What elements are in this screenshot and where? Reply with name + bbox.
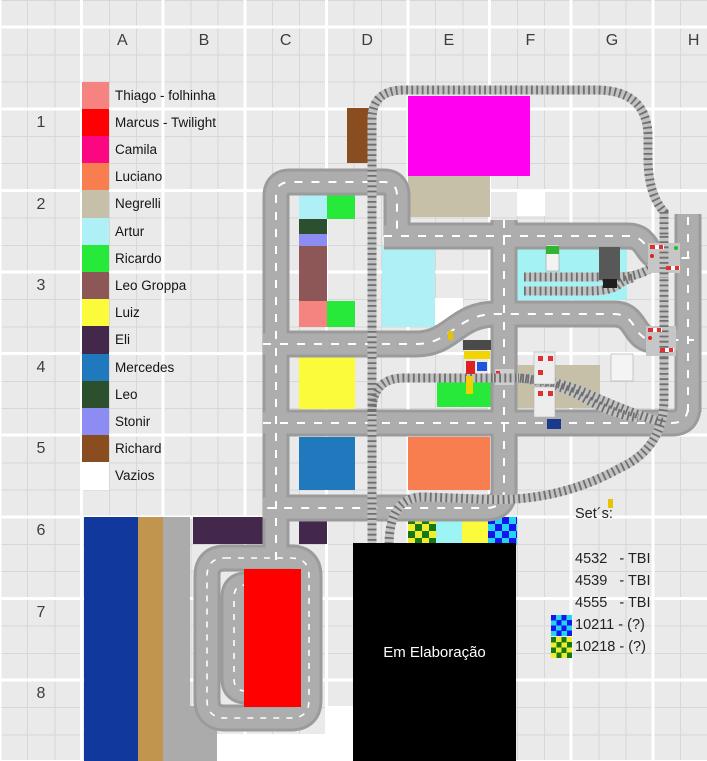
- zone-block: [408, 176, 490, 217]
- legend-label: Marcus - Twilight: [115, 114, 217, 130]
- level-crossing-south: [646, 320, 676, 358]
- row-header: 5: [36, 440, 46, 458]
- zone-block: [408, 517, 436, 545]
- zone-block: [190, 706, 217, 761]
- legend-swatch: [82, 353, 109, 381]
- row-header: 7: [36, 603, 46, 621]
- zone-block: [408, 437, 490, 490]
- zone-block: [299, 246, 327, 301]
- column-header: A: [117, 32, 128, 49]
- legend-label: Thiago - folhinha: [115, 87, 216, 103]
- column-header: B: [198, 32, 210, 49]
- zone-block: [299, 437, 355, 490]
- row-header: 8: [36, 685, 46, 703]
- column-header: G: [605, 32, 619, 49]
- column-header: C: [279, 32, 292, 49]
- legend-swatch: [82, 136, 109, 164]
- zone-block: [163, 517, 190, 761]
- zone-block: [299, 234, 327, 246]
- legend-label: Leo Groppa: [115, 278, 187, 293]
- legend-swatch: [82, 244, 109, 272]
- legend-swatch: [82, 81, 109, 109]
- legend-swatch: [82, 326, 109, 354]
- zone-block: [327, 192, 355, 219]
- zone-block: [84, 517, 138, 761]
- set-item: 10218 - (?): [575, 639, 646, 655]
- zone-block: [462, 517, 488, 545]
- zone-block: [299, 355, 355, 409]
- zone-block: [327, 301, 355, 327]
- set-item: 4532 - TBI: [575, 551, 651, 567]
- column-header: E: [443, 32, 455, 49]
- legend-label: Luciano: [115, 169, 163, 185]
- zone-block: [299, 219, 327, 234]
- sets-title: Set´s:: [575, 506, 613, 522]
- zone-block: [217, 734, 327, 761]
- legend-label: Ricardo: [115, 250, 162, 266]
- legend-label: Artur: [115, 223, 145, 239]
- legend-swatch: [82, 272, 109, 300]
- zone-block: [382, 245, 435, 327]
- zone-block: [488, 517, 517, 545]
- row-header: 6: [36, 521, 46, 539]
- legend-label: Eli: [115, 332, 131, 348]
- under-construction-box: Em Elaboração: [353, 543, 516, 761]
- blue-checker-icon: [551, 615, 572, 636]
- zone-block: [299, 301, 327, 327]
- row-header: 4: [36, 358, 46, 376]
- legend-swatch: [82, 190, 109, 218]
- legend-swatch: [82, 299, 109, 327]
- level-crossing-center: [494, 369, 518, 385]
- set-item: 4555 - TBI: [575, 595, 651, 611]
- zone-block: [138, 517, 163, 761]
- set-item: 10211 - (?): [575, 617, 645, 633]
- column-header: D: [361, 32, 373, 49]
- legend-swatch: [82, 163, 109, 191]
- legend-swatch: [82, 435, 109, 463]
- zone-block: [408, 96, 530, 176]
- legend-label: Negrelli: [115, 196, 161, 212]
- green-checker-icon: [551, 637, 572, 658]
- legend-label: Leo: [115, 386, 138, 402]
- column-header: F: [525, 32, 536, 49]
- zone-block: [327, 706, 353, 761]
- legend-swatch: [82, 380, 109, 408]
- zone-block: [244, 569, 301, 707]
- legend-label: Vazios: [115, 468, 155, 484]
- legend-swatch: [82, 408, 109, 436]
- zone-block: [299, 517, 327, 544]
- legend-swatch: [82, 108, 109, 136]
- legend-label: Richard: [115, 441, 162, 457]
- set-item: 4539 - TBI: [575, 573, 651, 589]
- legend-label: Luiz: [115, 305, 140, 321]
- legend-label: Camila: [115, 142, 158, 157]
- zone-block: [517, 190, 545, 216]
- zone-block: [517, 245, 627, 300]
- under-construction-label: Em Elaboração: [383, 643, 486, 661]
- zone-block: [436, 517, 462, 545]
- zone-block: [347, 108, 369, 163]
- row-header: 1: [36, 113, 46, 131]
- legend-label: Mercedes: [115, 359, 175, 375]
- zone-block: [299, 192, 327, 219]
- zone-block: [193, 517, 273, 544]
- level-crossing-north: [648, 236, 680, 278]
- legend-swatch: [82, 462, 109, 490]
- row-header: 2: [36, 195, 46, 213]
- column-header: H: [687, 32, 700, 49]
- zone-block: [435, 298, 463, 325]
- zone-block: [517, 365, 600, 408]
- legend-swatch: [82, 217, 109, 245]
- legend-label: Stonir: [115, 414, 151, 429]
- zone-block: [437, 379, 492, 407]
- row-header: 3: [36, 277, 46, 295]
